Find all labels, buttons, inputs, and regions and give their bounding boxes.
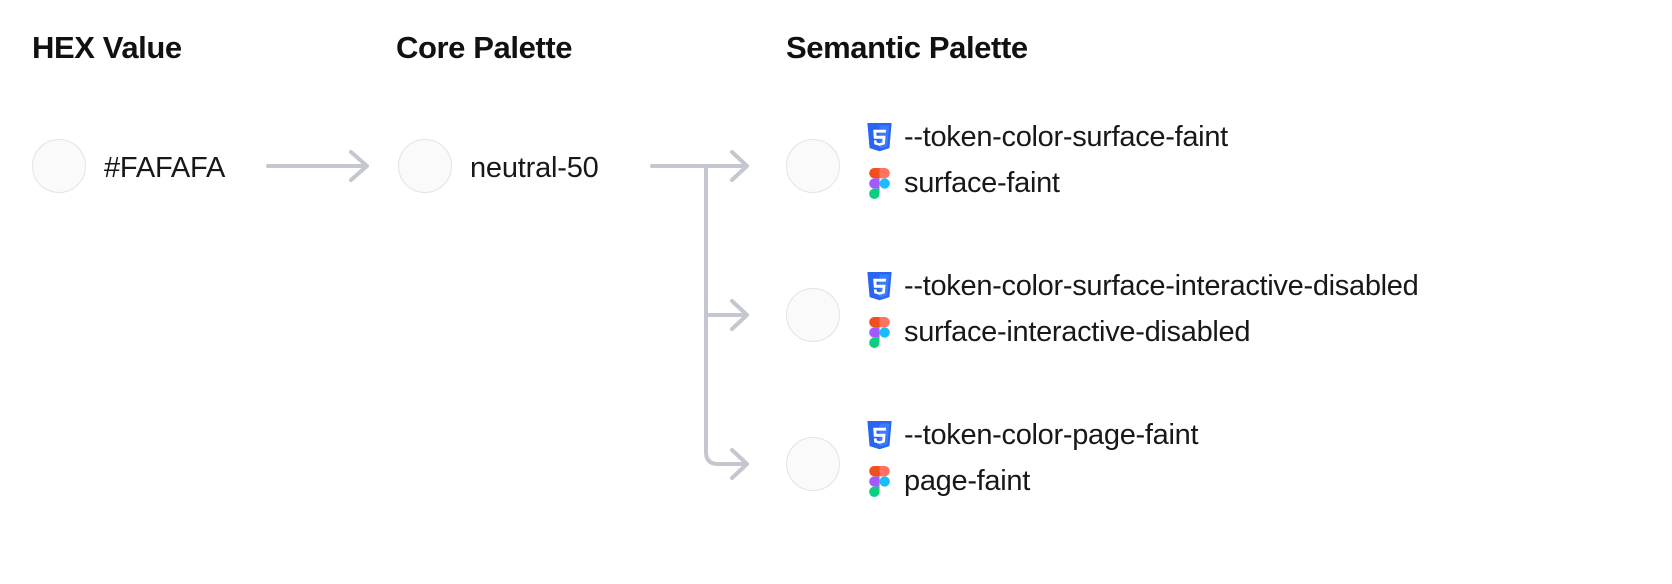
css3-icon — [866, 420, 893, 451]
column-header-hex-value: HEX Value — [32, 30, 182, 65]
semantic-swatch-0[interactable] — [786, 139, 840, 193]
branch-1-arrow-head — [730, 150, 749, 182]
branch-2-arrow-head — [730, 299, 749, 331]
figma-icon — [866, 167, 893, 199]
css-token-label-0: --token-color-surface-faint — [904, 120, 1228, 153]
css3-icon — [866, 122, 893, 153]
figma-token-line-2[interactable]: page-faint — [866, 458, 1198, 504]
figma-token-label-0: surface-faint — [904, 166, 1060, 199]
semantic-swatch-1[interactable] — [786, 288, 840, 342]
figma-token-line-0[interactable]: surface-faint — [866, 160, 1228, 206]
column-header-core-palette: Core Palette — [396, 30, 573, 65]
css-token-line-2[interactable]: --token-color-page-faint — [866, 412, 1199, 458]
css3-icon — [866, 271, 893, 302]
branch-3-arrow-head — [730, 448, 749, 480]
branch-trunk-vertical — [704, 164, 744, 466]
figma-token-line-1[interactable]: surface-interactive-disabled — [866, 309, 1418, 355]
semantic-token-row-0: --token-color-surface-faint surface-fain… — [866, 114, 1228, 206]
column-header-semantic-palette: Semantic Palette — [786, 30, 1028, 65]
semantic-token-row-1: --token-color-surface-interactive-disabl… — [866, 263, 1419, 355]
semantic-swatch-2[interactable] — [786, 437, 840, 491]
figma-icon — [866, 316, 893, 348]
column-headers: HEX Value Core Palette Semantic Palette — [0, 0, 1672, 100]
figma-icon — [866, 465, 893, 497]
figma-token-label-1: surface-interactive-disabled — [904, 315, 1251, 348]
css-token-label-2: --token-color-page-faint — [904, 418, 1199, 451]
arrow-hex-to-core-head — [349, 150, 369, 182]
hex-value-swatch[interactable] — [32, 139, 86, 193]
css-token-line-0[interactable]: --token-color-surface-faint — [866, 114, 1228, 160]
core-palette-label: neutral-50 — [470, 152, 599, 184]
hex-value-label: #FAFAFA — [104, 152, 226, 184]
css-token-line-1[interactable]: --token-color-surface-interactive-disabl… — [866, 263, 1419, 309]
css-token-label-1: --token-color-surface-interactive-disabl… — [904, 269, 1419, 302]
semantic-token-row-2: --token-color-page-faint page-faint — [866, 412, 1199, 504]
figma-token-label-2: page-faint — [904, 464, 1030, 497]
core-palette-swatch[interactable] — [398, 139, 452, 193]
